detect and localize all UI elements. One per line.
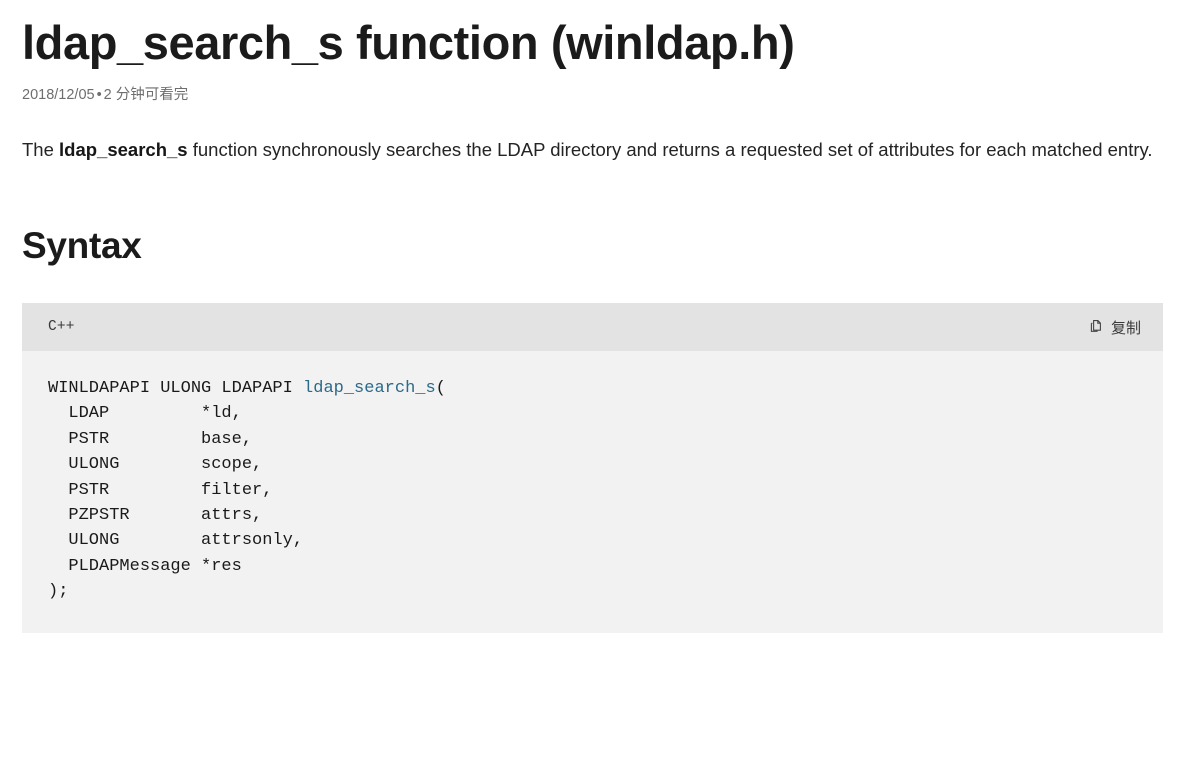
code-signature-line: WINLDAPAPI ULONG LDAPAPI ldap_search_s( <box>48 379 446 398</box>
code-block-body: WINLDAPAPI ULONG LDAPAPI ldap_search_s( … <box>22 351 1163 633</box>
code-open-paren: ( <box>435 379 446 398</box>
copy-button-label: 复制 <box>1110 319 1141 337</box>
code-block-header: C++ 复制 <box>22 303 1163 351</box>
section-heading-syntax: Syntax <box>22 225 142 266</box>
code-closing-line: ); <box>48 582 69 602</box>
code-function-name: ldap_search_s <box>303 379 436 398</box>
intro-text-before: The <box>22 139 60 160</box>
code-snippet[interactable]: WINLDAPAPI ULONG LDAPAPI ldap_search_s( … <box>48 376 1137 605</box>
code-language-label: C++ <box>48 319 75 335</box>
publish-date: 2018/12/05 <box>22 87 95 103</box>
intro-text-after: function synchronously searches the LDAP… <box>187 139 1153 160</box>
intro-emphasis-function-name: ldap_search_s <box>59 139 188 160</box>
code-return-type: WINLDAPAPI ULONG LDAPAPI <box>48 379 304 398</box>
code-parameter-list: LDAP *ld, PSTR base, ULONG scope, PSTR f… <box>68 404 304 576</box>
read-time: 2 分钟可看完 <box>103 87 189 103</box>
copy-code-button[interactable]: 复制 <box>1084 315 1145 340</box>
code-block: C++ 复制 WINLDAPAPI ULONG LDAPAPI ldap_sea… <box>22 303 1163 633</box>
intro-paragraph: The ldap_search_s function synchronously… <box>22 105 1162 166</box>
copy-icon <box>1088 319 1104 335</box>
page-title: ldap_search_s function (winldap.h) <box>22 16 795 69</box>
article-metadata: 2018/12/05•2 分钟可看完 <box>22 72 1178 105</box>
meta-separator: • <box>96 87 102 103</box>
